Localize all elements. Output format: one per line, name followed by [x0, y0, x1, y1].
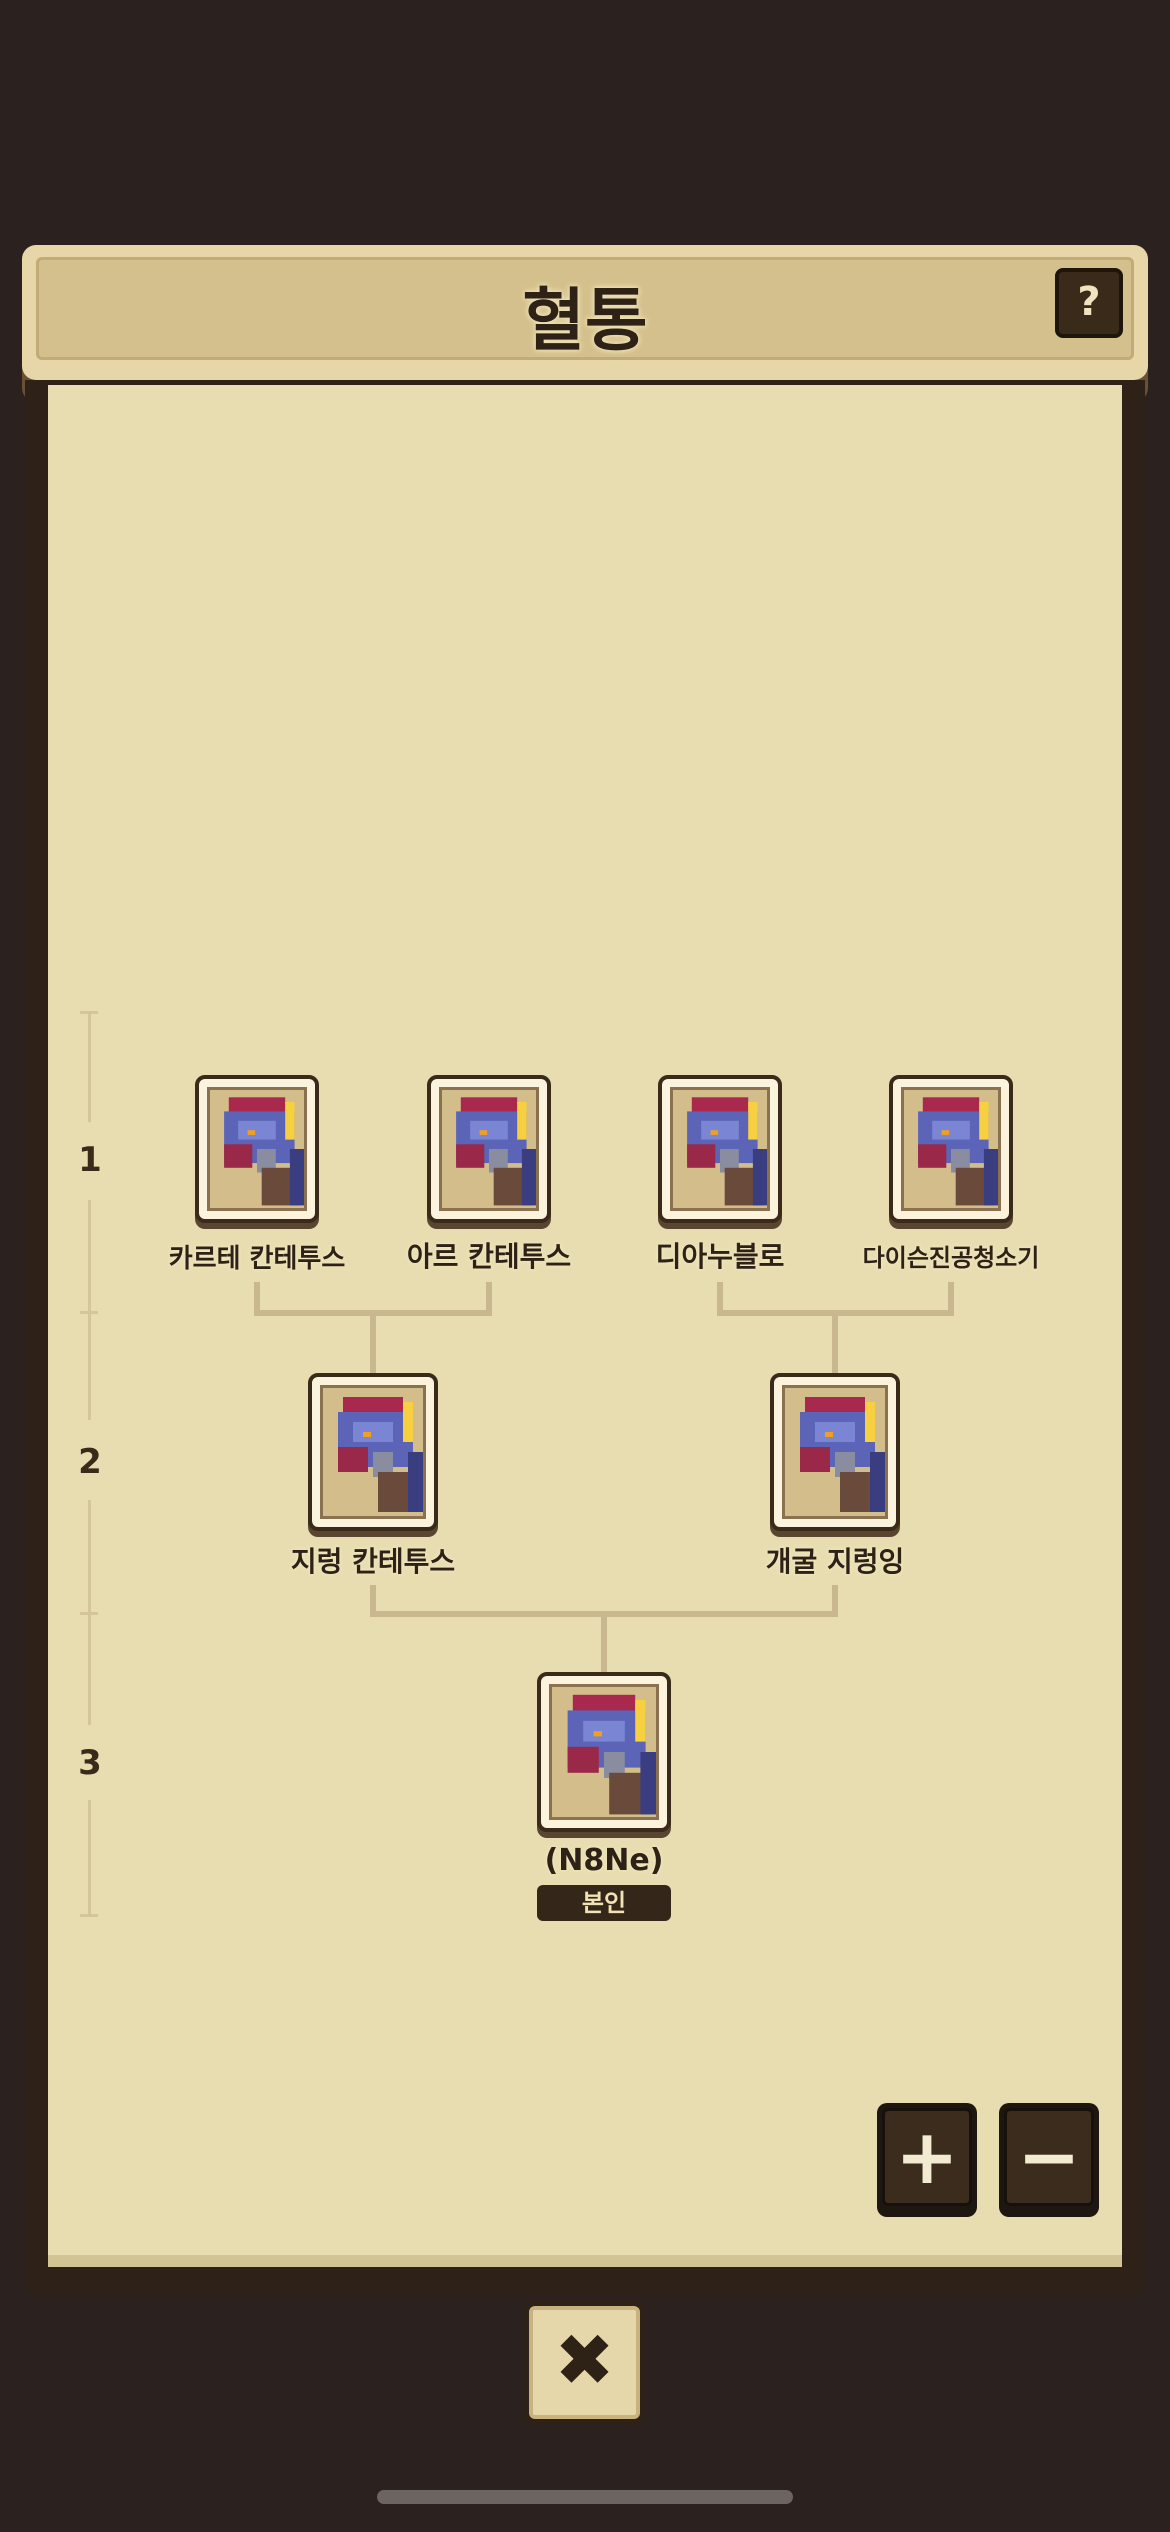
ancestor-card[interactable]	[658, 1075, 782, 1223]
generation-label: 2	[78, 1442, 102, 1482]
parent-name: 개굴 지렁잉	[765, 1545, 905, 1578]
generation-label: 3	[78, 1743, 102, 1783]
dragon-portrait	[439, 1087, 539, 1211]
self-badge: 본인	[537, 1885, 671, 1921]
ancestor-name: 아르 칸테투스	[406, 1240, 572, 1273]
connector	[601, 1611, 607, 1673]
connector	[948, 1282, 954, 1316]
ancestor-card[interactable]	[889, 1075, 1013, 1223]
zoom-out-button[interactable]: −	[999, 2103, 1099, 2217]
connector	[832, 1310, 838, 1374]
dragon-portrait	[901, 1087, 1001, 1211]
zoom-in-button[interactable]: +	[877, 2103, 977, 2217]
ancestor-card[interactable]	[195, 1075, 319, 1223]
close-button[interactable]: ✖	[523, 2300, 646, 2425]
ruler-line	[88, 1200, 91, 1420]
plus-icon: +	[882, 2108, 972, 2206]
connector	[832, 1585, 838, 1617]
dragon-portrait	[207, 1087, 307, 1211]
self-name: (N8Ne)	[544, 1843, 664, 1878]
connector	[717, 1282, 723, 1316]
ruler-tick	[80, 1011, 98, 1014]
title-bar: 혈통 ?	[22, 245, 1148, 380]
ruler-line	[88, 1012, 91, 1122]
ancestor-name: 다이슨진공청소기	[862, 1244, 1040, 1272]
home-indicator[interactable]	[377, 2490, 793, 2504]
generation-label: 1	[78, 1140, 102, 1180]
connector	[370, 1585, 376, 1617]
ancestor-card[interactable]	[427, 1075, 551, 1223]
connector	[254, 1282, 260, 1316]
ancestor-name: 카르테 칸테투스	[168, 1244, 346, 1274]
ruler-tick	[80, 1914, 98, 1917]
ruler-tick	[80, 1612, 98, 1615]
minus-icon: −	[1004, 2108, 1094, 2206]
self-card[interactable]	[537, 1672, 671, 1832]
parent-name: 지렁 칸테투스	[290, 1545, 456, 1578]
dragon-portrait	[549, 1684, 659, 1820]
dragon-portrait	[320, 1385, 426, 1519]
close-icon: ✖	[529, 2306, 640, 2419]
ruler-tick	[80, 1311, 98, 1314]
dragon-portrait	[782, 1385, 888, 1519]
dragon-portrait	[670, 1087, 770, 1211]
connector	[370, 1310, 376, 1374]
ancestor-name: 디아누블로	[655, 1240, 785, 1273]
pedigree-area[interactable]	[48, 385, 1122, 2255]
help-button[interactable]: ?	[1055, 268, 1123, 338]
parent-card[interactable]	[308, 1373, 438, 1531]
ruler-line	[88, 1800, 91, 1915]
page-title: 혈통	[522, 282, 648, 361]
connector	[486, 1282, 492, 1316]
parent-card[interactable]	[770, 1373, 900, 1531]
